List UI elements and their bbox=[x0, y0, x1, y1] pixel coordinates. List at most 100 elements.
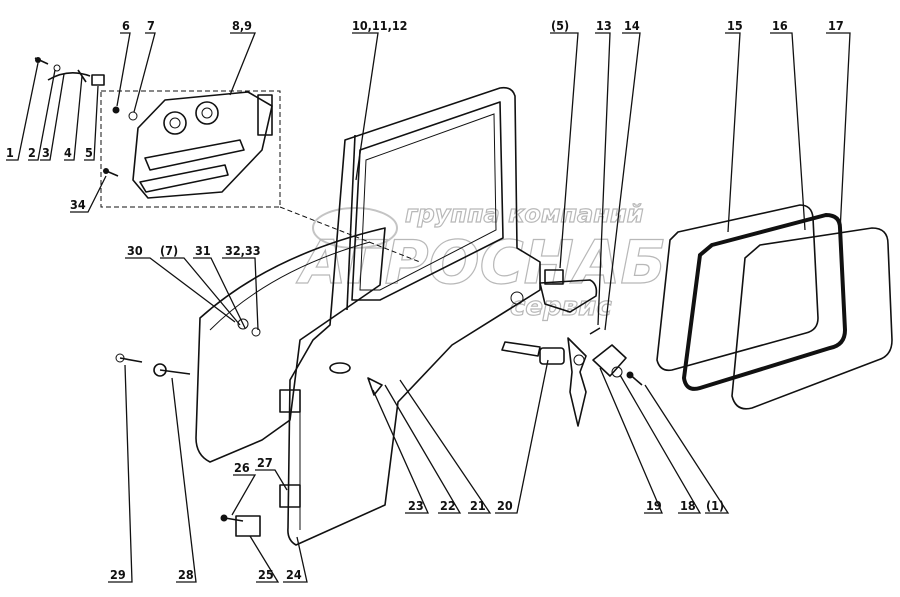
leader-23 bbox=[372, 389, 430, 514]
lock-lever bbox=[144, 139, 245, 171]
lock-detail-box bbox=[100, 90, 421, 263]
callout-8-9: 8,9 bbox=[232, 18, 252, 33]
callout-21: 21 bbox=[470, 498, 486, 513]
callout-32-33: 32,33 bbox=[225, 243, 261, 258]
callout-4: 4 bbox=[64, 145, 72, 160]
watermark: группа компаний АГРОСНАБ сервис bbox=[295, 199, 666, 322]
lock-gear-left-hub bbox=[169, 117, 181, 129]
lock-cylinder-parts bbox=[501, 327, 643, 427]
leader-1 bbox=[6, 62, 39, 161]
callout-27: 27 bbox=[257, 455, 273, 470]
key-ring-20 bbox=[573, 354, 585, 366]
callout-18: 18 bbox=[680, 498, 696, 513]
screw-1-head bbox=[35, 57, 41, 63]
key-20 bbox=[567, 337, 587, 427]
leader-19 bbox=[599, 367, 663, 514]
lock-plate-19 bbox=[592, 344, 627, 377]
leader-3 bbox=[40, 73, 65, 161]
glass-seal-17 bbox=[731, 227, 893, 410]
callout-28: 28 bbox=[178, 567, 194, 582]
callout-30: 30 bbox=[127, 243, 143, 258]
callout-19: 19 bbox=[646, 498, 662, 513]
bolt-28 bbox=[159, 369, 191, 375]
screw-26 bbox=[224, 517, 244, 522]
upholstery-panel-seam bbox=[209, 241, 371, 331]
leader-lines bbox=[6, 32, 851, 583]
leader-27 bbox=[255, 469, 288, 491]
leader-22 bbox=[384, 384, 462, 514]
window-guide-channel bbox=[346, 134, 356, 311]
leader-26 bbox=[231, 474, 257, 516]
callout-7-ref: (7) bbox=[160, 243, 178, 258]
door-hinge-upper bbox=[279, 389, 301, 413]
upholstery-panel-outline bbox=[195, 227, 386, 463]
lock-gear-right bbox=[195, 101, 219, 125]
screw-1-ref-head bbox=[626, 371, 634, 379]
bracket-5 bbox=[91, 74, 105, 86]
plate-25 bbox=[235, 515, 261, 537]
door-body bbox=[279, 86, 541, 546]
callout-22: 22 bbox=[440, 498, 456, 513]
callout-13: 13 bbox=[596, 18, 612, 33]
washer-2 bbox=[53, 64, 61, 72]
inner-handle-recess bbox=[329, 362, 351, 374]
screw-6 bbox=[112, 106, 120, 114]
callout-labels: 1 2 3 4 5 6 7 8,9 34 10,11,12 (5) 13 14 … bbox=[6, 18, 844, 582]
door-upholstery-panel bbox=[195, 227, 386, 463]
lock-gear-right-hub bbox=[201, 107, 213, 119]
leader-32-33 bbox=[222, 257, 259, 331]
watermark-company-line: группа компаний bbox=[405, 200, 644, 228]
leader-10-12 bbox=[352, 32, 379, 181]
door-window-opening bbox=[351, 101, 504, 301]
leader-5-ref bbox=[550, 32, 579, 269]
leader-20 bbox=[495, 359, 549, 514]
washer-18 bbox=[611, 366, 623, 378]
glass-seal-16 bbox=[681, 212, 848, 391]
leader-15 bbox=[725, 32, 741, 233]
leader-14 bbox=[604, 32, 641, 331]
leader-25 bbox=[249, 535, 280, 583]
leader-34 bbox=[70, 175, 107, 213]
outer-handle bbox=[539, 269, 598, 313]
leader-2 bbox=[28, 69, 56, 161]
callout-29: 29 bbox=[110, 567, 126, 582]
key-blade-21 bbox=[501, 341, 541, 357]
handle-3 bbox=[47, 72, 91, 81]
leader-7 bbox=[133, 32, 156, 113]
callout-6: 6 bbox=[122, 18, 130, 33]
washer-7 bbox=[128, 111, 138, 121]
leader-4 bbox=[64, 75, 83, 161]
callout-5: 5 bbox=[85, 145, 93, 160]
window-inner-frame bbox=[359, 113, 497, 291]
door-hinge-lower bbox=[279, 484, 301, 508]
lock-bracket bbox=[257, 94, 273, 136]
watermark-brand: АГРОСНАБ bbox=[296, 228, 666, 298]
lock-gear-left bbox=[163, 111, 187, 135]
leader-18 bbox=[619, 374, 702, 514]
small-parts-top-left bbox=[34, 57, 138, 177]
callout-25: 25 bbox=[258, 567, 274, 582]
door-lock-cylinder bbox=[510, 291, 524, 305]
leader-6 bbox=[116, 32, 131, 107]
callout-24: 24 bbox=[286, 567, 302, 582]
callout-15: 15 bbox=[727, 18, 743, 33]
callout-16: 16 bbox=[772, 18, 788, 33]
callout-23: 23 bbox=[408, 498, 424, 513]
detail-frame bbox=[100, 90, 281, 208]
window-crank-23 bbox=[367, 377, 383, 396]
leader-17 bbox=[826, 32, 851, 233]
leader-21 bbox=[399, 379, 492, 514]
lock-mechanism-plate bbox=[132, 91, 273, 199]
callout-20: 20 bbox=[497, 498, 513, 513]
bolt-34-head bbox=[103, 168, 109, 174]
callout-5-ref: (5) bbox=[551, 18, 569, 33]
door-outer-shell bbox=[287, 86, 541, 546]
bolt-28-washer bbox=[153, 363, 167, 377]
callout-7: 7 bbox=[147, 18, 155, 33]
bolt-29-head bbox=[115, 353, 125, 363]
leader-24 bbox=[283, 536, 308, 583]
bottom-loose-parts bbox=[115, 353, 261, 537]
watermark-service-line: сервис bbox=[510, 292, 612, 322]
